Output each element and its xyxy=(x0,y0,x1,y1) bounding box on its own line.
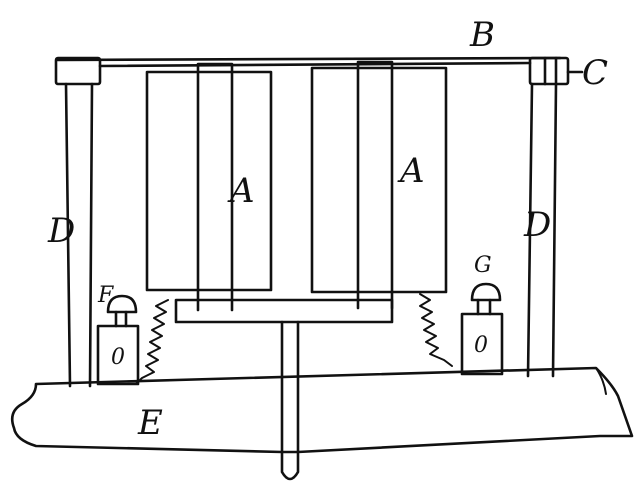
plate-left-strip xyxy=(196,62,234,312)
terminal-right-knob xyxy=(470,282,502,302)
plate-left xyxy=(145,70,273,292)
base xyxy=(10,366,634,454)
right-clamp-divider xyxy=(543,56,558,86)
terminal-left-body xyxy=(96,324,140,386)
right-clamp-block xyxy=(528,56,570,86)
label-plate-right: A xyxy=(397,151,425,191)
label-plate-left: A xyxy=(227,171,255,211)
terminal-left-post xyxy=(114,310,128,328)
spring-right xyxy=(419,293,453,367)
label-base: E xyxy=(137,403,163,443)
pillar-right xyxy=(526,82,558,378)
terminal-left-mark: 0 xyxy=(111,345,125,370)
spring-left xyxy=(135,299,169,385)
plate-right-strip xyxy=(356,60,394,310)
top-bar-lower-edge xyxy=(98,61,532,68)
label-pillar-right: D xyxy=(523,205,551,245)
plate-right xyxy=(310,66,448,294)
terminal-right-body xyxy=(460,312,504,376)
label-top-clamp: C xyxy=(582,53,608,93)
terminal-left-knob xyxy=(106,294,138,314)
terminal-right-mark: 0 xyxy=(474,333,488,358)
terminal-right-post xyxy=(476,298,492,316)
label-pillar-left: D xyxy=(47,211,75,251)
label-terminal-right: G xyxy=(474,253,492,278)
central-stem xyxy=(280,320,300,481)
pillar-left xyxy=(64,82,94,388)
label-terminal-left: F xyxy=(97,283,114,308)
label-top-bar: B xyxy=(469,15,495,55)
base-right-edge xyxy=(595,367,607,395)
platform-bar xyxy=(174,298,394,324)
left-clamp-block xyxy=(54,56,102,86)
top-bar xyxy=(56,56,562,62)
